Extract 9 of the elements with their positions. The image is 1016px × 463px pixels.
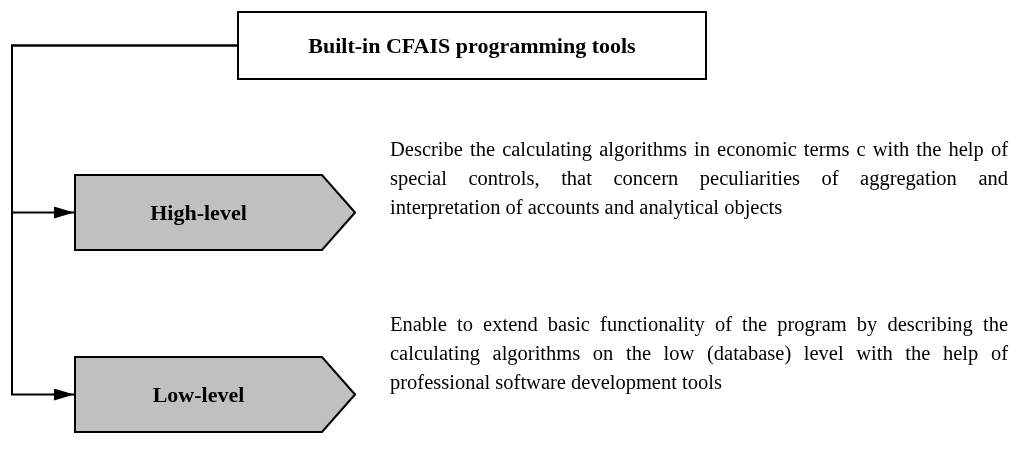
node-label: Built-in CFAIS programming tools [308,31,636,60]
pentagon-arrow-box [74,174,356,251]
node-label: High-level [150,198,247,227]
connector-arrow [11,44,238,401]
node-label: Low-level [152,380,245,409]
title-box [237,11,707,80]
description-text: Enable to extend basic functionality of the program by describing the calculating algorithms on the low (database) level with the help of professional software development tools [390,312,1008,396]
pentagon-arrow-box [74,356,356,433]
description-text: Describe the calculating algorithms in economic terms c with the help of special controls, that concern peculiarities of aggregation and interpretation of accounts and analytical objects [390,137,1008,221]
